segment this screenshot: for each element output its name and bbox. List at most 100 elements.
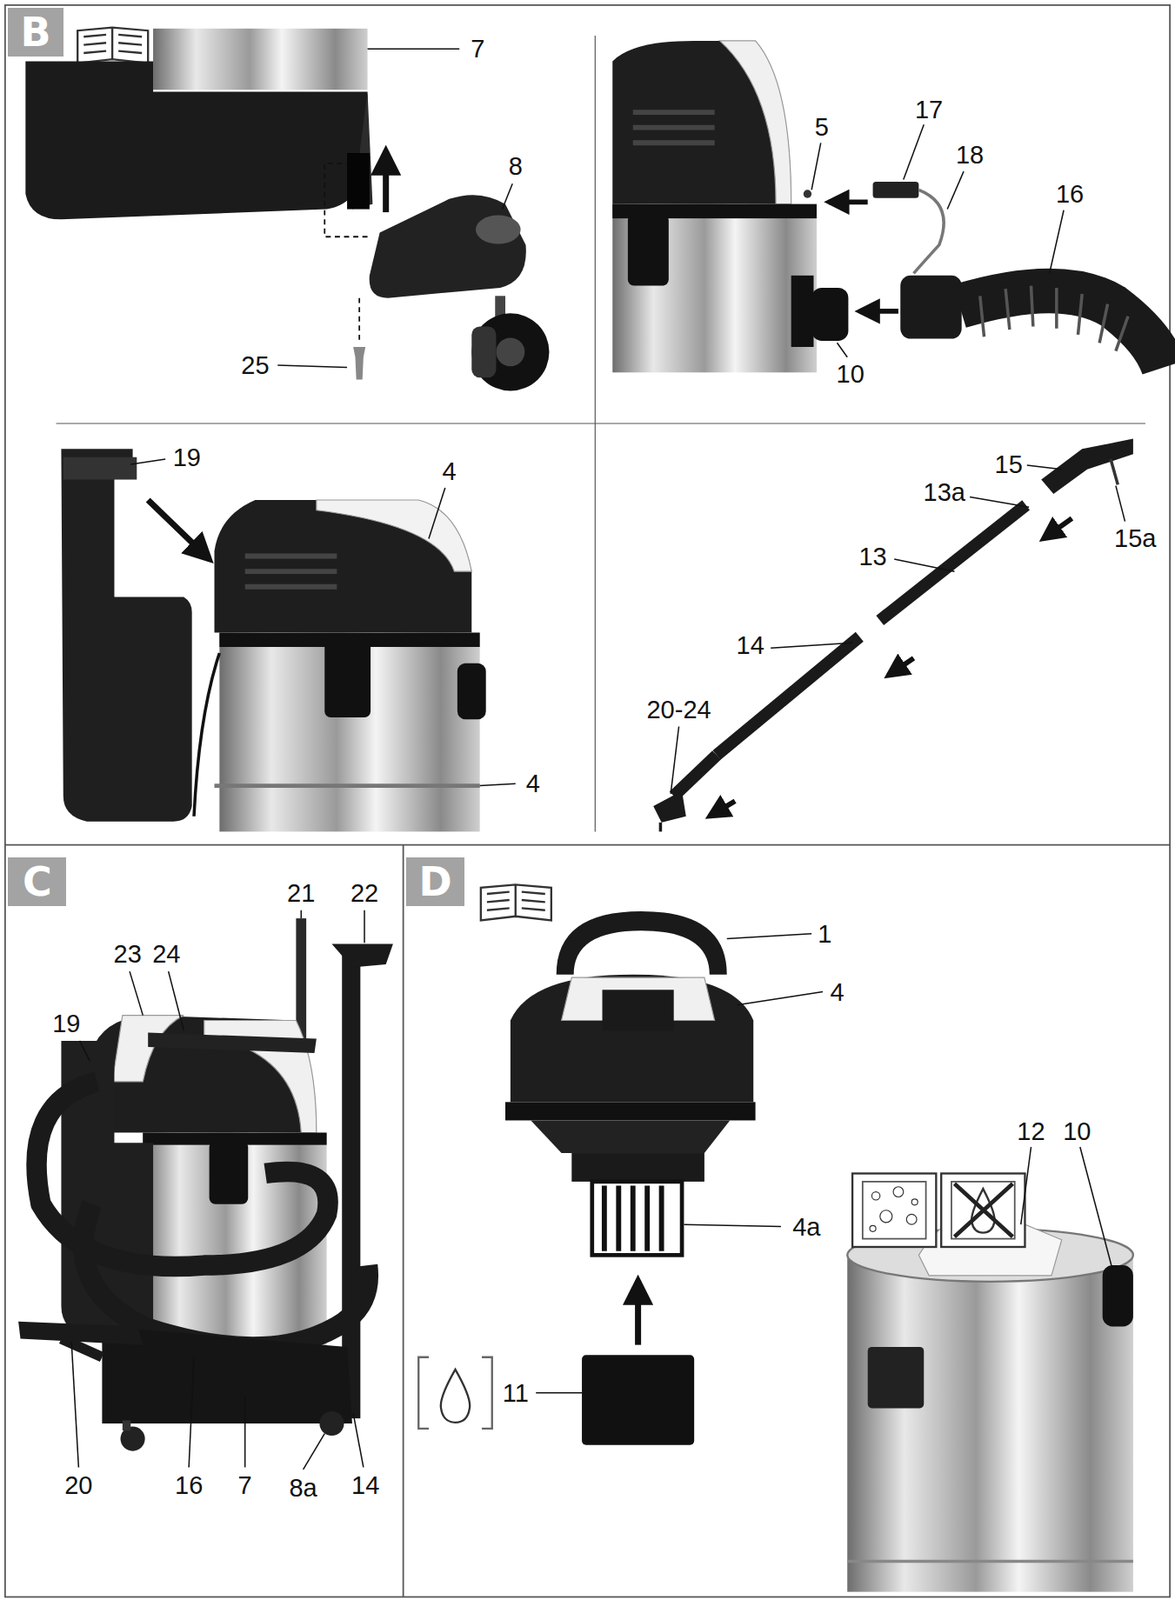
filter-figure-part <box>911 1199 918 1206</box>
accessory-holder-figure-part <box>245 556 338 588</box>
leader-lines-part <box>277 365 348 368</box>
leader-lines <box>71 48 1125 1469</box>
hose-connection-figure-part <box>859 308 899 314</box>
hose-connection-figure-part <box>612 204 817 374</box>
filter-figure-part <box>604 1186 662 1252</box>
leader-lines-part <box>811 142 822 190</box>
suction-tube-figure-part <box>659 822 663 833</box>
suction-tube-figure-part <box>1043 518 1073 539</box>
callout-number: 15 <box>993 452 1025 478</box>
manual-icon-part <box>480 884 552 921</box>
leader-lines-part <box>947 171 964 209</box>
accessory-holder-figure-part <box>219 633 480 833</box>
hose-connection-figure-part <box>811 287 848 341</box>
manual-icon-part <box>514 884 517 916</box>
caster-figure-part <box>475 215 521 245</box>
hose-connection-figure-part <box>900 275 962 340</box>
caster-figure-part <box>25 60 368 220</box>
hose-connection-figure-part <box>803 189 812 198</box>
leader-lines-part <box>670 727 679 795</box>
assembled-unit-figure-part <box>331 943 393 968</box>
hose-connection-figure-part <box>627 213 669 286</box>
filter-figure <box>418 911 1134 1593</box>
callout-number: 16 <box>173 1472 205 1498</box>
accessory-holder-figure <box>60 448 486 832</box>
caster-figure-part <box>358 298 361 342</box>
callout-number: 13 <box>856 543 888 569</box>
leader-lines-part <box>1115 486 1126 522</box>
callout-number: 4 <box>524 771 542 797</box>
assembled-unit-figure-part <box>209 1141 249 1205</box>
leader-lines-part <box>71 1341 79 1468</box>
filter-figure-part <box>530 1120 730 1154</box>
leader-lines-part <box>969 496 1029 508</box>
leader-lines-part <box>300 910 302 919</box>
callout-number: 7 <box>468 36 487 62</box>
leader-lines-part <box>188 1357 194 1469</box>
caster-figure-part <box>369 194 527 299</box>
accessory-holder-figure-part <box>457 663 487 721</box>
filter-figure-part <box>1102 1265 1134 1327</box>
leader-lines-part <box>428 487 446 540</box>
leader-lines-part <box>367 48 461 51</box>
filter-figure-part <box>862 1181 927 1240</box>
leader-lines-part <box>480 783 516 786</box>
filter-figure-part <box>592 1181 682 1256</box>
callout-number: 14 <box>734 632 767 658</box>
callout-number: 7 <box>236 1472 254 1498</box>
caster-figure-part <box>471 313 549 391</box>
callout-number: 21 <box>285 881 317 907</box>
assembled-unit-figure-part <box>319 1411 344 1436</box>
callout-number: 10 <box>1061 1118 1093 1144</box>
leader-lines-part <box>1049 210 1064 274</box>
callout-number: 12 <box>1014 1118 1047 1144</box>
filter-figure-part <box>571 1153 705 1182</box>
assembled-unit-figure-part <box>60 1339 102 1358</box>
accessory-holder-figure-part <box>316 500 472 572</box>
filter-figure-part <box>906 1214 917 1225</box>
leader-lines-part <box>903 124 924 180</box>
assembled-unit-figure-part <box>147 1033 317 1054</box>
hose-connection-figure <box>612 40 1164 373</box>
manual-icon-part <box>111 27 114 60</box>
assembled-unit-figure-part <box>122 1420 131 1431</box>
filter-figure-part <box>880 1210 893 1223</box>
callout-number: 4 <box>440 459 458 485</box>
manual-icon-part <box>487 892 546 911</box>
callout-number: 4a <box>790 1214 822 1240</box>
caster-figure-part <box>382 151 389 213</box>
panel-letter: C <box>22 861 53 902</box>
caster-figure-part <box>495 337 525 367</box>
filter-figure-part <box>556 911 728 975</box>
leader-lines-part <box>129 971 143 1015</box>
filter-figure-part <box>869 1225 876 1232</box>
leader-lines-part <box>244 1398 247 1469</box>
suction-tube-figure-part <box>887 658 914 676</box>
callout-number: 8 <box>507 153 525 180</box>
suction-tube-figure-part <box>880 505 1027 621</box>
hose-connection-figure-part <box>959 290 1164 368</box>
suction-tube-figure-part <box>1110 459 1118 485</box>
caster-figure-part <box>471 327 496 379</box>
accessory-holder-figure-part <box>147 500 209 560</box>
caster-figure-part <box>347 153 370 210</box>
callout-number: 4 <box>827 979 846 1005</box>
filter-figure-part <box>941 1173 1025 1247</box>
callout-number: 17 <box>913 96 945 122</box>
callout-number: 8a <box>287 1475 319 1502</box>
filter-figure-part <box>418 1357 493 1429</box>
callout-number: 11 <box>500 1381 531 1407</box>
suction-tube-figure-part <box>653 790 687 822</box>
panel-frames <box>5 5 1170 1598</box>
assembled-unit-figure-part <box>112 1015 184 1082</box>
suction-tube-figure-part <box>1041 439 1134 495</box>
panel-letter-box: B <box>7 7 63 57</box>
assembled-unit-figure-part <box>92 1015 317 1134</box>
hose-connection-figure-part <box>720 40 792 205</box>
leader-lines-part <box>535 1392 582 1395</box>
callout-number: 20 <box>62 1472 94 1498</box>
filter-figure-part <box>602 989 675 1031</box>
panel-frames-part <box>56 422 1146 424</box>
